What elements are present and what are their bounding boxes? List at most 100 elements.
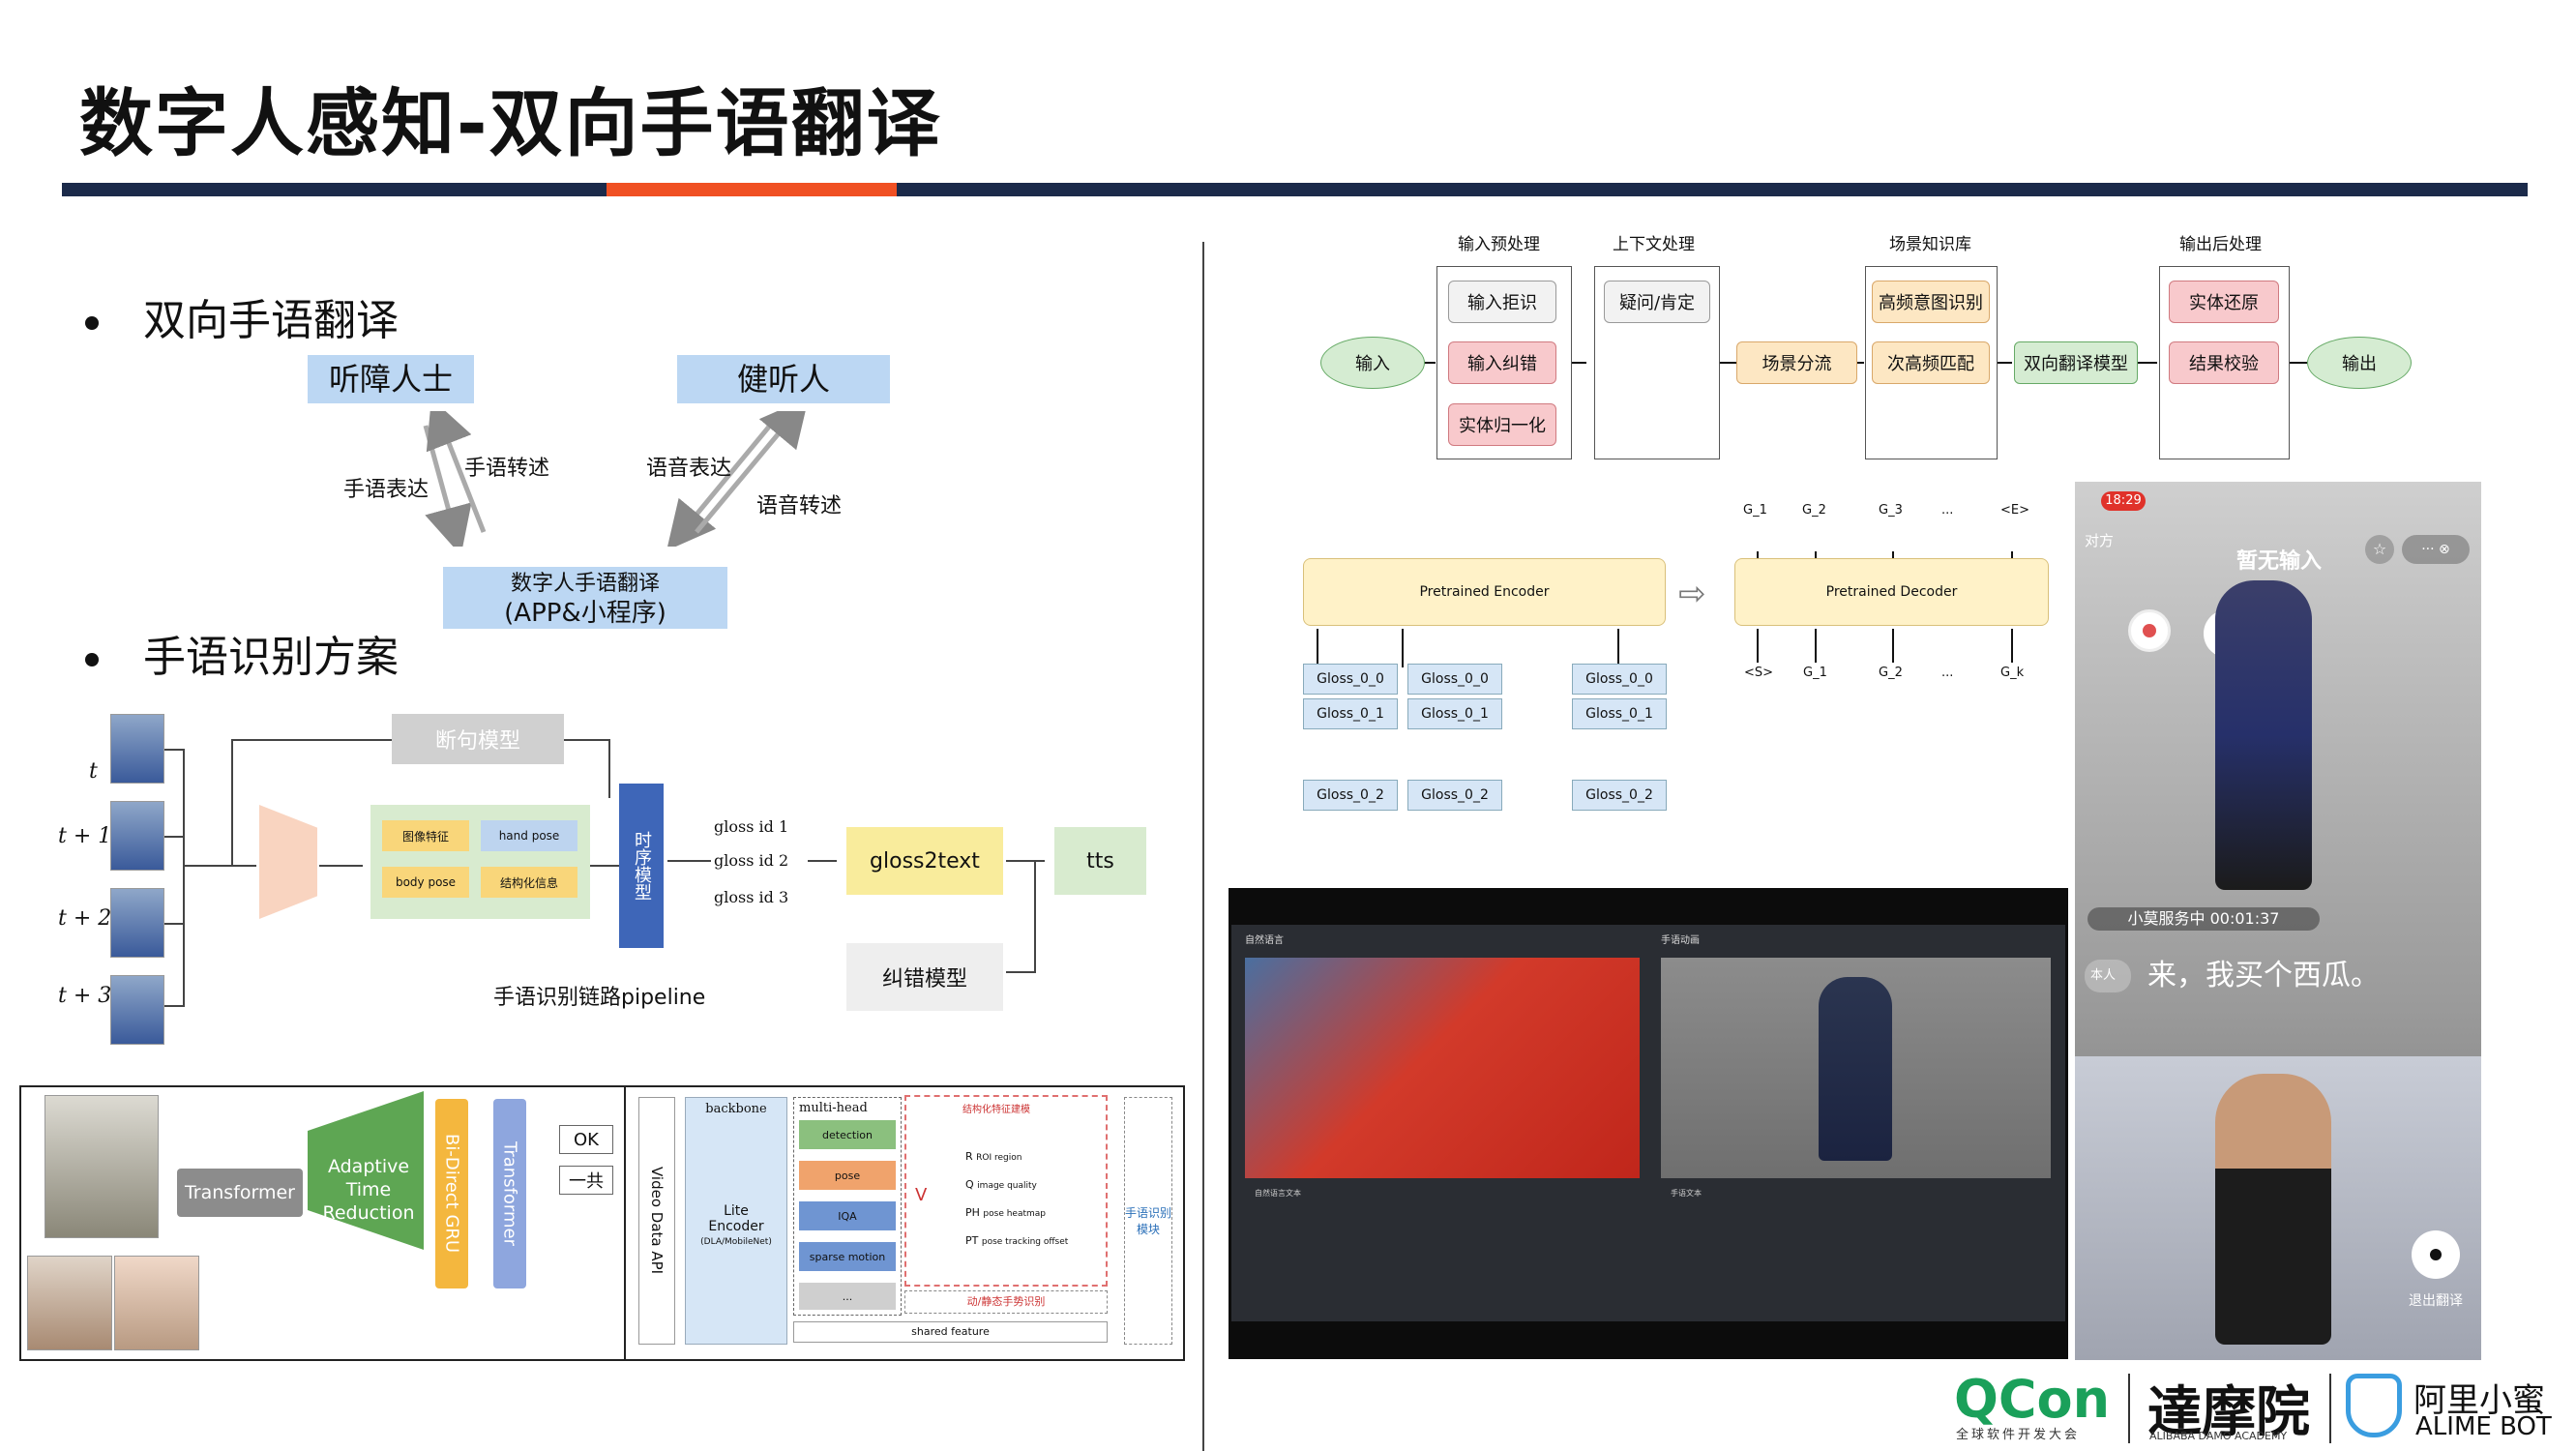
feat-body: body pose xyxy=(382,867,469,898)
pretrained-encoder: Pretrained Encoder xyxy=(1303,558,1666,626)
arch-divider xyxy=(624,1085,626,1361)
output-ok: OK xyxy=(559,1125,613,1154)
transformer2-box: Transformer xyxy=(493,1099,526,1288)
title-bar-left xyxy=(62,183,607,196)
struct-pt-desc: pose tracking offset xyxy=(981,1237,1069,1247)
star-icon[interactable]: ☆ xyxy=(2365,535,2394,564)
dec-in-start: <S> xyxy=(1744,666,1774,680)
lite-line3: (DLA/MobileNet) xyxy=(700,1237,772,1247)
label-voice-express: 语音表达 xyxy=(646,457,732,481)
flow-question: 疑问/肯定 xyxy=(1604,281,1710,323)
lite-line2: Encoder xyxy=(708,1219,764,1234)
flow-freq: 高频意图识别 xyxy=(1872,281,1990,323)
gloss-c-2: Gloss_0_2 xyxy=(1572,780,1667,811)
feat-struct: 结构化信息 xyxy=(481,867,577,898)
more-close-icon[interactable]: ··· ⊗ xyxy=(2402,535,2470,564)
logo-sep-1 xyxy=(2128,1374,2130,1443)
news-video xyxy=(1245,958,1640,1178)
divider xyxy=(1202,242,1204,1451)
gloss-id-2: gloss id 2 xyxy=(714,851,789,870)
alime-logo: 阿里小蜜 xyxy=(2413,1381,2545,1420)
stop-button[interactable] xyxy=(2412,1230,2460,1279)
no-input-label: 暂无输入 xyxy=(2236,549,2323,574)
shared-feature: shared feature xyxy=(793,1321,1108,1343)
pipeline-caption: 手语识别链路pipeline xyxy=(493,986,706,1010)
record-dot-icon xyxy=(2143,624,2156,637)
flow-bimodel: 双向翻译模型 xyxy=(2014,341,2138,384)
dec-out-dots: ... xyxy=(1941,503,1954,518)
struct-r-key: R xyxy=(965,1150,973,1163)
bullet-text: 双向手语翻译 xyxy=(143,296,399,345)
flow-h1: 输入预处理 xyxy=(1458,235,1540,254)
gloss-a-0: Gloss_0_0 xyxy=(1303,664,1398,695)
architecture-figure xyxy=(19,1085,1185,1361)
atr-line3: Reduction xyxy=(322,1202,415,1224)
encoder-trapezoid xyxy=(259,805,317,919)
gloss-id-3: gloss id 3 xyxy=(714,888,789,906)
flow-sub: 次高频匹配 xyxy=(1872,341,1990,384)
gloss-c-1: Gloss_0_1 xyxy=(1572,698,1667,729)
flow-reject: 输入拒识 xyxy=(1448,281,1556,323)
bigru-box: Bi-Direct GRU xyxy=(435,1099,468,1288)
head-detection: detection xyxy=(799,1120,896,1149)
user-figure xyxy=(2215,1074,2331,1345)
struct-q: Q image quality xyxy=(965,1171,1068,1199)
dec-out-g3: G_3 xyxy=(1879,503,1903,518)
head-iqa: IQA xyxy=(799,1201,896,1230)
correction-box: 纠错模型 xyxy=(846,943,1003,1011)
multihead-label: multi-head xyxy=(799,1101,868,1115)
record-button[interactable] xyxy=(2128,609,2171,652)
phone-avatar xyxy=(2215,580,2312,890)
seq-arrows xyxy=(1317,551,2013,667)
gloss-id-1: gloss id 1 xyxy=(714,817,789,836)
label-sign-relay: 手语转述 xyxy=(464,457,550,481)
feat-hand: hand pose xyxy=(481,820,577,851)
dec-out-g2: G_2 xyxy=(1802,503,1826,518)
hearing-impaired-box: 听障人士 xyxy=(308,355,474,403)
flow-scene: 场景分流 xyxy=(1736,341,1857,384)
flow-arrows xyxy=(1422,362,2307,364)
frame-photo-t1 xyxy=(110,801,164,871)
video-anim-label: 手语动画 xyxy=(1661,935,1700,946)
struct-pt-key: PT xyxy=(965,1234,979,1247)
title-bar-right xyxy=(897,183,2528,196)
app-line1: 数字人手语翻译 xyxy=(510,572,660,596)
struct-pt: PT pose tracking offset xyxy=(965,1228,1068,1256)
flow-check: 结果校验 xyxy=(2169,341,2279,384)
partner-label: 对方 xyxy=(2085,532,2115,549)
enc-dec-arrow: ⇨ xyxy=(1678,575,1706,613)
time-t1: t + 1 xyxy=(58,824,112,848)
hearing-box: 健听人 xyxy=(677,355,890,403)
struct-title: 结构化特征建模 xyxy=(962,1105,1030,1115)
app-line2: (APP&小程序) xyxy=(504,599,666,628)
qcon-logo: QCon xyxy=(1954,1369,2111,1430)
stop-dot-icon xyxy=(2430,1249,2442,1260)
multihead-group xyxy=(793,1097,902,1316)
tts-box: tts xyxy=(1054,827,1146,895)
group-post xyxy=(2159,266,2290,459)
exit-translate[interactable]: 退出翻译 xyxy=(2409,1293,2463,1309)
gloss-b-2: Gloss_0_2 xyxy=(1407,780,1502,811)
alime-en: ALIME BOT xyxy=(2415,1412,2552,1441)
dec-out-end: <E> xyxy=(2000,503,2029,518)
pretrained-decoder: Pretrained Decoder xyxy=(1734,558,2049,626)
phone-time: 18:29 xyxy=(2101,491,2146,511)
dyn-gesture: 动/静态手势识别 xyxy=(904,1290,1108,1314)
struct-q-key: Q xyxy=(965,1178,974,1191)
time-t: t xyxy=(89,759,98,784)
damo-logo: 達摩院 xyxy=(2147,1380,2310,1444)
struct-group xyxy=(904,1095,1108,1287)
gloss-c-0: Gloss_0_0 xyxy=(1572,664,1667,695)
gloss-a-2: Gloss_0_2 xyxy=(1303,780,1398,811)
flow-h2: 上下文处理 xyxy=(1613,235,1695,254)
transformer-box: Transformer xyxy=(177,1169,303,1217)
group-preprocess xyxy=(1436,266,1572,459)
head-more: ... xyxy=(799,1283,896,1310)
flow-correct: 输入纠错 xyxy=(1448,341,1556,384)
head-pose: pose xyxy=(799,1161,896,1190)
damo-sub: ALIBABA DAMO ACADEMY xyxy=(2149,1430,2288,1442)
break-model-box: 断句模型 xyxy=(392,714,564,764)
head-sparse: sparse motion xyxy=(799,1242,896,1271)
struct-q-desc: image quality xyxy=(977,1181,1037,1191)
